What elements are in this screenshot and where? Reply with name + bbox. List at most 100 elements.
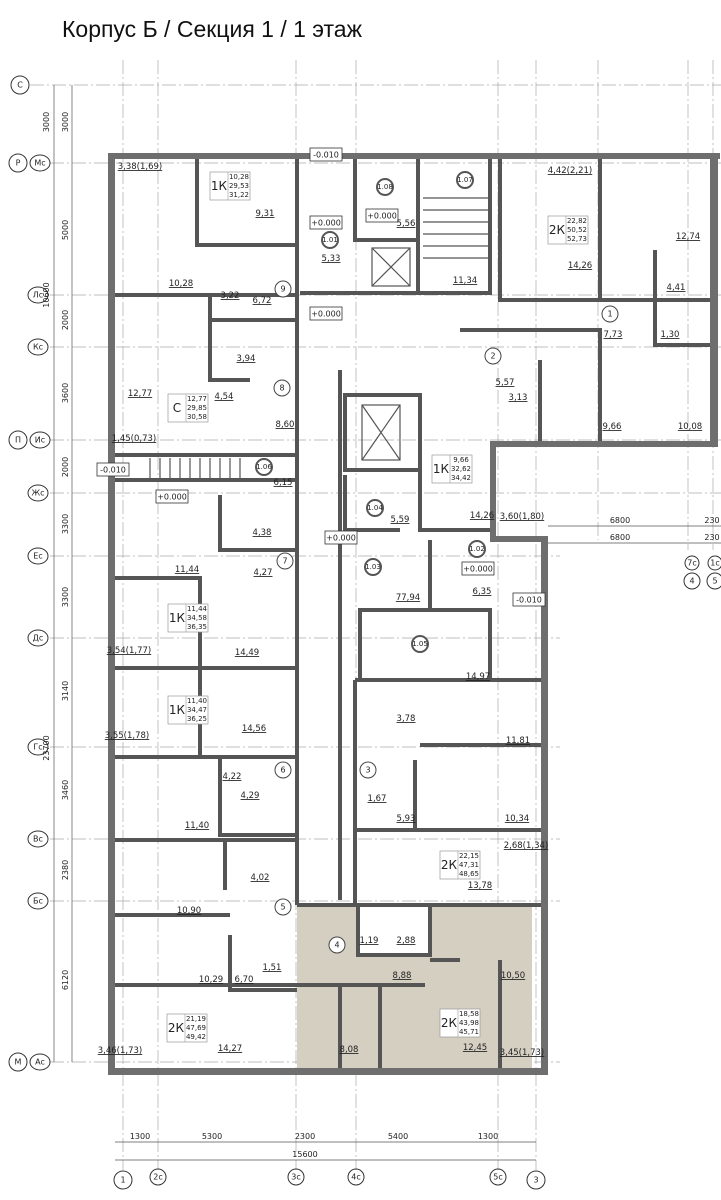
room-area: 8,60 <box>276 420 295 430</box>
level-mark: +0.000 <box>311 310 341 319</box>
room-area: 12,45 <box>463 1043 487 1053</box>
living-area: 11,44 <box>187 605 208 613</box>
level-mark: -0.010 <box>100 466 126 475</box>
room-area: 3,54(1,77) <box>107 646 151 656</box>
room-area: 1,45(0,73) <box>112 434 156 444</box>
apartment-number: 9 <box>280 285 285 294</box>
axis-label: 3с <box>291 1173 301 1182</box>
axis-label: 1с <box>710 559 720 568</box>
dimension-label: 3300 <box>61 514 70 534</box>
room-area: 6,70 <box>235 975 254 985</box>
total-area-with-balcony: 48,65 <box>459 870 479 878</box>
total-area-with-balcony: 36,25 <box>187 715 207 723</box>
total-area: 34,47 <box>187 706 207 714</box>
apartment-number: 1 <box>607 310 612 319</box>
room-area: 3,78 <box>397 714 416 724</box>
room-area: 1,19 <box>360 936 379 946</box>
dimension-label: 5000 <box>61 220 70 240</box>
total-area: 32,62 <box>451 465 471 473</box>
living-area: 12,77 <box>187 395 207 403</box>
room-area: 10,50 <box>501 971 525 981</box>
room-area: 3,94 <box>237 354 256 364</box>
dimension-label: 2380 <box>61 860 70 880</box>
axis-label: 5 <box>712 577 717 586</box>
room-area: 10,08 <box>678 422 702 432</box>
living-area: 22,15 <box>459 852 479 860</box>
page-title: Корпус Б / Секция 1 / 1 этаж <box>62 16 362 42</box>
apartment-number: 4 <box>334 941 339 950</box>
common-room-number: 1.08 <box>377 183 393 191</box>
room-area: 5,33 <box>322 254 341 264</box>
total-area-with-balcony: 36,35 <box>187 623 207 631</box>
living-area: 18,58 <box>459 1010 479 1018</box>
axis-label: Бс <box>33 897 43 906</box>
total-area-with-balcony: 52,73 <box>567 235 587 243</box>
room-area: 14,26 <box>568 261 592 271</box>
room-area: 9,31 <box>256 209 275 219</box>
room-area: 10,29 <box>199 975 223 985</box>
dimension-label: 230 <box>704 516 719 525</box>
room-area: 4,42(2,21) <box>548 166 592 176</box>
room-area: 11,81 <box>506 736 530 746</box>
apartment-number: 2 <box>490 352 495 361</box>
common-room-number: 1.05 <box>412 640 428 648</box>
dimension-label: 3460 <box>61 780 70 800</box>
room-area: 6,72 <box>253 296 272 306</box>
room-area: 1,51 <box>263 963 282 973</box>
common-room-number: 1.07 <box>457 176 473 184</box>
room-area: 11,40 <box>185 821 209 831</box>
room-area: 14,49 <box>235 648 259 658</box>
room-area: 4,22 <box>223 772 242 782</box>
living-area: 21,19 <box>186 1015 206 1023</box>
room-area: 8,08 <box>340 1045 359 1055</box>
apartment-type: 2К <box>549 223 566 237</box>
room-area: 3,46(1,73) <box>98 1046 142 1056</box>
axis-markers-bottom: 1 2с 3с 4с 5с 3 <box>113 1168 546 1190</box>
common-room-number: 1.01 <box>322 236 338 244</box>
room-area: 12,77 <box>128 389 152 399</box>
apartment-type: С <box>173 401 181 415</box>
highlighted-apartment[interactable] <box>297 906 532 1072</box>
room-area: 3,13 <box>509 393 528 403</box>
room-area: 2,68(1,34) <box>504 841 548 851</box>
total-area: 50,52 <box>567 226 587 234</box>
dimension-label: 3600 <box>61 383 70 403</box>
dimension-label: 230 <box>704 533 719 542</box>
dimension-label: 5400 <box>388 1132 408 1141</box>
room-area-labels: 3,38(1,69) 9,31 10,28 3,22 6,72 5,33 5,5… <box>98 162 702 1058</box>
room-area: 5,56 <box>397 219 416 229</box>
room-area: 6,15 <box>274 478 293 488</box>
apartment-number: 5 <box>280 903 285 912</box>
apartment-type: 1К <box>211 179 228 193</box>
level-mark: +0.000 <box>326 534 356 543</box>
dimensions-right: 6800 6800 230 230 7с 1с 4 5 <box>548 516 721 590</box>
axis-label: П <box>15 436 21 445</box>
total-area: 34,58 <box>187 614 207 622</box>
room-area: 5,59 <box>391 515 410 525</box>
axis-label: 2с <box>153 1173 163 1182</box>
total-area-with-balcony: 45,71 <box>459 1028 479 1036</box>
total-area: 47,69 <box>186 1024 206 1032</box>
apartment-type: 2К <box>168 1021 185 1035</box>
axis-markers-left: С Р Мс Лс Кс П Ис Жс Ес Дс Гс Вс Бс М Ас <box>8 75 51 1072</box>
axis-label: Вс <box>33 835 43 844</box>
room-area: 4,41 <box>667 283 686 293</box>
room-area: 14,26 <box>470 511 494 521</box>
dimension-label: 2000 <box>61 457 70 477</box>
apartment-type: 1К <box>169 703 186 717</box>
axis-label: 1 <box>120 1176 125 1185</box>
axis-label: Ис <box>35 436 45 445</box>
axis-label: Лс <box>33 291 43 300</box>
dimension-label: 3000 <box>42 112 51 132</box>
apartment-type: 1К <box>433 462 450 476</box>
